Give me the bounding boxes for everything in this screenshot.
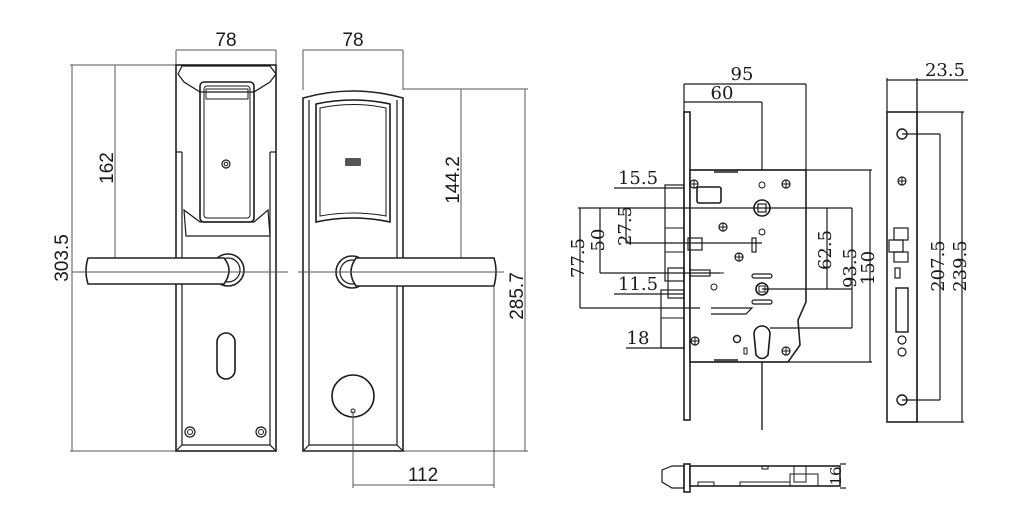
screw-icon [255,426,267,438]
dim-faceplate-heights: 207.5 239.5 [917,111,971,423]
side-view: 16 [661,463,846,493]
dim-label-body-height: 150 [858,251,879,285]
back-panel-view: 78 144.2 285.7 [298,30,528,488]
dim-label-front-width: 78 [215,30,236,51]
dim-label-spacing-62-5: 62.5 [815,230,836,270]
dim-label-back-reader-height: 144.2 [443,156,464,204]
key-slot-icon [216,332,236,380]
dim-label-side-thickness: 16 [827,466,845,485]
card-reader-badge-icon [345,158,361,166]
screw-icon [184,426,196,438]
dim-label-backset: 60 [711,83,734,104]
dim-label-faceplate-width: 23.5 [925,60,965,81]
back-handle [298,255,504,289]
dim-front-width: 78 [175,30,277,66]
dim-label-bolt-offset: 18 [627,328,650,349]
dim-mortise-right: 62.5 93.5 150 [690,169,879,363]
dim-label-spacing-27-5: 27.5 [615,206,636,246]
dim-label-front-handle-height: 162 [97,152,118,184]
dim-label-mortise-depth: 95 [731,64,754,85]
dim-label-screw-spacing: 207.5 [928,240,949,292]
dim-label-plate-length: 239.5 [950,240,971,292]
dim-faceplate-width: 23.5 [886,60,968,112]
mortise-faceplate-edge [683,111,691,421]
dim-label-back-width: 78 [342,30,363,51]
dim-label-deadbolt-offset: 11.5 [618,274,658,295]
indicator-light-icon [221,159,231,169]
dim-label-front-total-height: 303.5 [52,234,73,282]
dim-label-latch-offset: 15.5 [618,168,658,189]
front-panel-view: 78 303.5 162 [52,30,288,452]
faceplate-plate [886,111,918,423]
faceplate-view: 23.5 207.5 239.5 [886,60,971,423]
dim-label-spacing-93-5: 93.5 [840,248,861,288]
mortise-internals [687,179,852,430]
mortise-body-view: 95 60 [568,64,879,430]
dim-mortise-left: 15.5 77.5 50 27.5 11.5 18 [568,168,720,349]
cylinder-hole-icon [753,325,771,360]
mortise-case [689,169,807,363]
dim-back-width: 78 [302,30,404,90]
dim-handle-to-knob: 112 [353,286,495,488]
front-handle [72,253,288,287]
dim-label-spacing-77-5: 77.5 [568,238,589,278]
dim-label-spacing-50: 50 [588,229,609,252]
screw-hole-icon [689,179,791,356]
back-plate [302,90,404,488]
dim-back-heights: 144.2 285.7 [403,88,528,452]
faceplate-holes [888,128,940,406]
dim-label-handle-to-knob: 112 [408,465,438,486]
dim-label-back-total-height: 285.7 [507,272,528,320]
bolts [660,184,685,349]
dim-front-heights: 303.5 162 [52,64,176,452]
